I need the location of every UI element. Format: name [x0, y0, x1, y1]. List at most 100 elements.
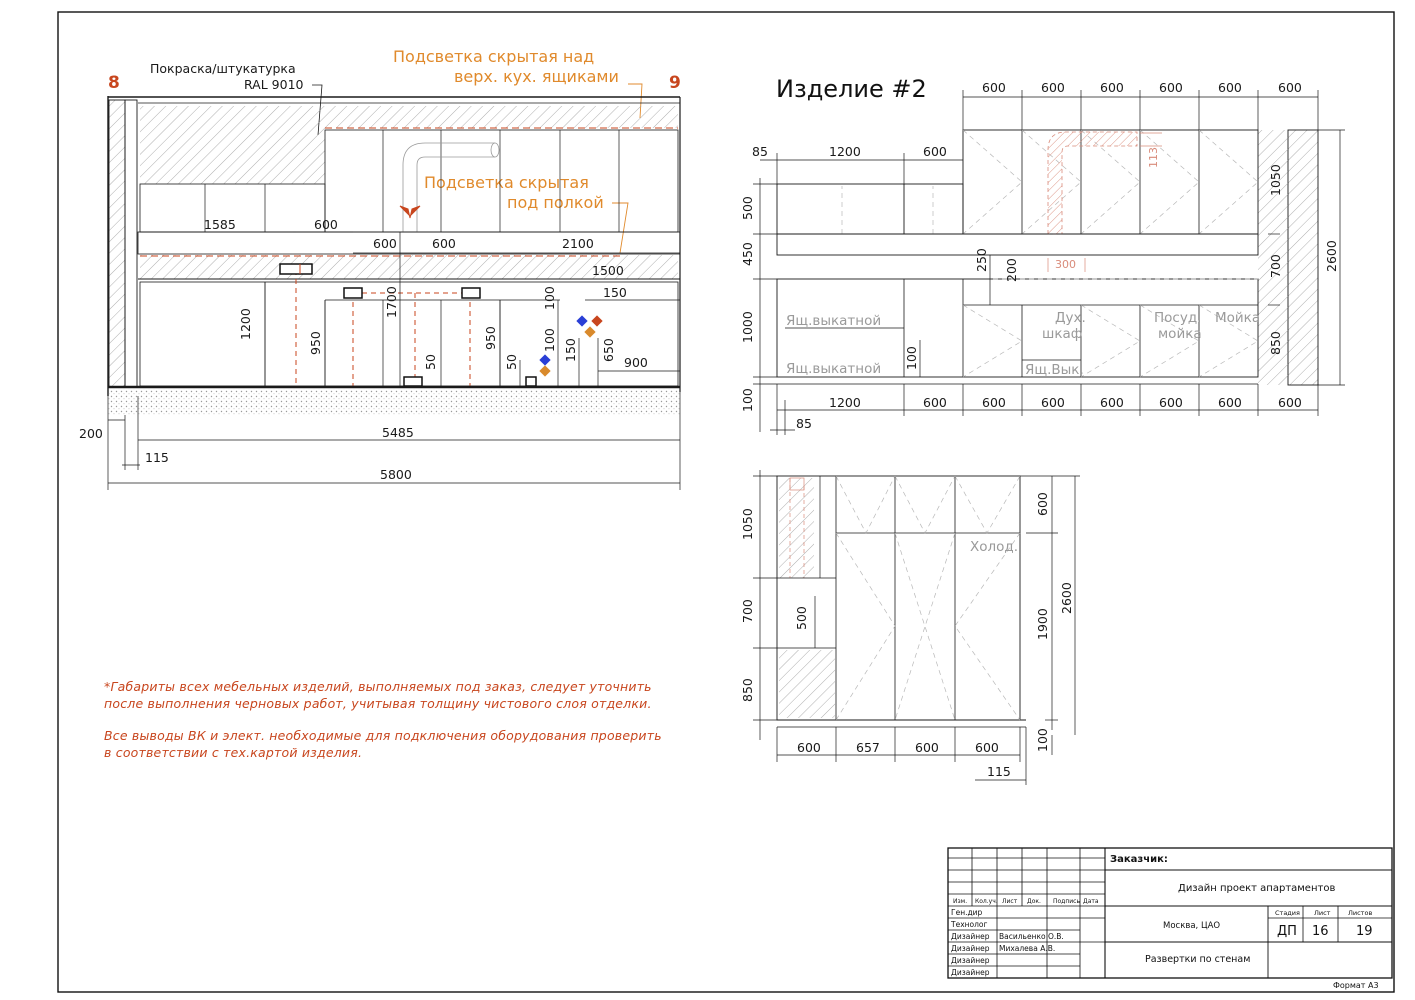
sheet-title: Развертки по стенам — [1145, 954, 1250, 965]
header-doc: Док. — [1027, 898, 1041, 905]
dim-85: 85 — [796, 416, 812, 431]
socket-block — [525, 376, 537, 387]
axis-8-label: 8 — [108, 73, 120, 93]
header-date: Дата — [1083, 898, 1099, 905]
project-name: Дизайн проект апартаментов — [1178, 883, 1335, 894]
dim-1500: 1500 — [592, 263, 624, 278]
dim-200: 200 — [1004, 258, 1019, 282]
dim-200: 200 — [79, 426, 103, 441]
side-counter-hatch — [779, 650, 835, 718]
dim-1200: 1200 — [238, 308, 253, 340]
light-shelf-leader — [612, 202, 629, 254]
bottom-dim-600: 600 — [1159, 395, 1183, 410]
sink-label: Мойка — [1215, 310, 1260, 326]
dim-100: 100 — [740, 388, 755, 412]
dim-2600: 2600 — [1324, 240, 1339, 272]
note-dimensions: *Габариты всех мебельных изделий, выполн… — [104, 678, 652, 712]
fridge-label: Холод. — [970, 539, 1018, 555]
role-cell: Дизайнер — [951, 968, 990, 977]
stage-value: ДП — [1277, 924, 1297, 939]
top-dim-600: 600 — [1159, 80, 1183, 95]
dim-1700: 1700 — [384, 286, 399, 318]
bottom-dim-600: 600 — [1041, 395, 1065, 410]
water-outlets — [539, 315, 603, 377]
dim-2100: 2100 — [562, 236, 594, 251]
product-plan: Изделие #2 600 600 600 600 600 600 85 12… — [740, 75, 1345, 435]
light-top-label-1: Подсветка скрытая над — [393, 47, 594, 66]
bottom-dim-600: 600 — [797, 740, 821, 755]
marker-arrow — [399, 205, 421, 219]
bottom-dim-600: 600 — [923, 395, 947, 410]
shelf-band — [137, 231, 681, 255]
dim-113: 113 — [1147, 147, 1160, 168]
top-dim-600: 600 — [1041, 80, 1065, 95]
light-shelf-label-1: Подсветка скрытая — [424, 173, 589, 192]
name-cell: Михалева А.В. — [999, 944, 1055, 953]
dim-700: 700 — [1268, 254, 1283, 278]
dim-500: 500 — [794, 606, 809, 630]
upper-wall-finish — [140, 106, 325, 184]
bottom-dim-600: 600 — [915, 740, 939, 755]
top-dim-600: 600 — [1278, 80, 1302, 95]
dim-700: 700 — [740, 599, 755, 623]
vent-duct-plan — [1047, 131, 1138, 235]
dishwasher-label: Посуд. — [1154, 310, 1201, 326]
dim-950: 950 — [308, 331, 323, 355]
wall-elevation: 8 9 Покраска/штукатурка RAL 9010 Подсвет… — [79, 47, 681, 490]
sheet-frame — [57, 11, 1395, 993]
role-cell: Технолог — [950, 920, 988, 929]
dim-300: 300 — [1055, 258, 1076, 271]
project-location: Москва, ЦАО — [1163, 921, 1220, 931]
role-cell: Ген.дир — [951, 908, 983, 917]
side-elevation: Холод. 1050 700 850 500 600 1900 2600 — [740, 470, 1080, 785]
drawer-label: Ящ.выкатной — [786, 361, 881, 377]
sheets-label: Листов — [1348, 909, 1372, 917]
note-line: после выполнения черновых работ, учитыва… — [104, 696, 652, 711]
top-dim-600: 600 — [1218, 80, 1242, 95]
axis-9-label: 9 — [669, 73, 681, 93]
dim-1050: 1050 — [740, 508, 755, 540]
dim-100: 100 — [542, 286, 557, 310]
dishwasher-label: мойка — [1158, 326, 1202, 342]
light-top-label-2: верх. кух. ящиками — [454, 67, 619, 86]
dim-115: 115 — [987, 764, 1011, 779]
note-utilities: Все выводы ВК и элект. необходимые для п… — [104, 727, 662, 761]
name-cell: Васильенко О.В. — [999, 932, 1064, 941]
bottom-dim-600: 600 — [1100, 395, 1124, 410]
dim-50: 50 — [423, 354, 438, 370]
finish-label: Покраска/штукатурка — [150, 61, 296, 76]
dim-850: 850 — [740, 678, 755, 702]
header-count: Кол.уч. — [975, 898, 998, 905]
dim-1900: 1900 — [1035, 608, 1050, 640]
socket-block — [279, 263, 313, 275]
note-line: в соответствии с тех.картой изделия. — [104, 745, 363, 760]
dim-600: 600 — [432, 236, 456, 251]
dim-600: 600 — [373, 236, 397, 251]
dim-100: 100 — [1035, 728, 1050, 752]
light-shelf-label-2: под полкой — [507, 193, 604, 212]
role-cell: Дизайнер — [951, 944, 990, 953]
bottom-dim-600: 600 — [982, 395, 1006, 410]
dim-100: 100 — [904, 346, 919, 370]
dim-1000: 1000 — [740, 311, 755, 343]
header-sign: Подпись — [1053, 898, 1080, 905]
elevation-dimensions: 1585 600 600 600 2100 1500 150 100 1700 … — [79, 217, 648, 482]
dim-950: 950 — [483, 326, 498, 350]
dim-5485: 5485 — [382, 425, 414, 440]
role-cell: Дизайнер — [951, 932, 990, 941]
customer-label: Заказчик: — [1110, 854, 1168, 865]
dim-650: 650 — [601, 338, 616, 362]
socket-block — [403, 376, 423, 387]
sheet-label: Лист — [1314, 909, 1331, 917]
oven-label: шкаф — [1042, 326, 1082, 342]
dim-100: 100 — [542, 328, 557, 352]
top-dim-600: 600 — [982, 80, 1006, 95]
plan-shelf — [776, 233, 1259, 256]
floor-screed — [108, 389, 680, 415]
drawer-label: Ящ.Вык. — [1025, 362, 1084, 378]
finish-color-label: RAL 9010 — [244, 77, 304, 92]
right-wall-section — [1287, 129, 1319, 386]
format-label: Формат А3 — [1333, 981, 1379, 990]
dim-500: 500 — [740, 196, 755, 220]
